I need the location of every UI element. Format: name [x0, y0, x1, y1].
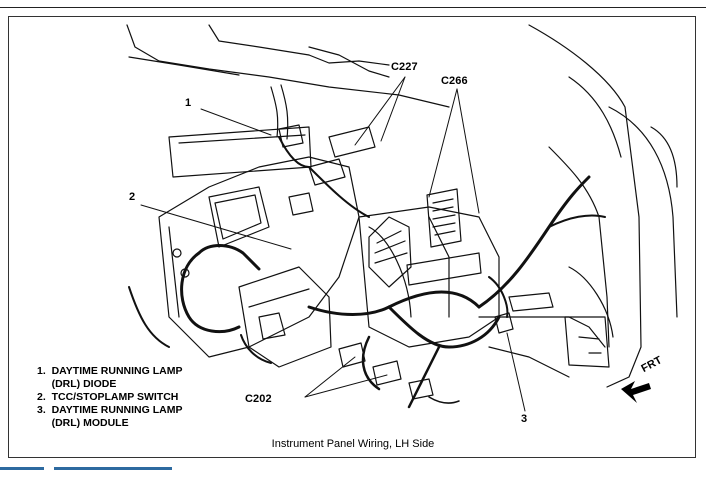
legend: 1. DAYTIME RUNNING LAMP (DRL) DIODE 2. T…: [37, 365, 182, 430]
figure-caption: Instrument Panel Wiring, LH Side: [271, 438, 435, 450]
top-divider: [0, 7, 706, 8]
callout-2: 2: [129, 191, 136, 203]
tab-indicator: [54, 467, 172, 470]
legend-line: (DRL) MODULE: [37, 417, 129, 429]
legend-line: 2. TCC/STOPLAMP SWITCH: [37, 391, 179, 403]
tab-indicator: [0, 467, 44, 470]
legend-line: (DRL) DIODE: [37, 378, 117, 390]
front-arrow-icon: [621, 381, 651, 403]
callout-1: 1: [185, 97, 192, 109]
legend-line: 1. DAYTIME RUNNING LAMP: [37, 365, 183, 377]
callout-c266: C266: [441, 75, 468, 87]
callout-c227: C227: [391, 61, 418, 73]
wiring-illustration: [126, 24, 678, 412]
callout-c202: C202: [245, 393, 272, 405]
legend-line: 3. DAYTIME RUNNING LAMP: [37, 404, 183, 416]
callout-3: 3: [521, 413, 528, 425]
diagram-frame: 1 2 3 C227 C266 C202 FRT 1. DAYTIME RUNN…: [8, 16, 696, 458]
bottom-tab-bar: [0, 467, 706, 481]
